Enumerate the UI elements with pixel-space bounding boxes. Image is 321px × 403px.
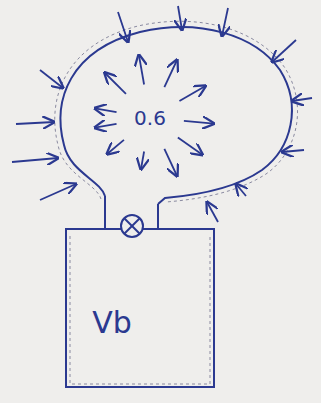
pressure-arrow	[272, 40, 296, 62]
pressure-arrow	[105, 73, 126, 94]
pencil-outline	[70, 236, 210, 384]
neck-wall	[157, 204, 159, 229]
pressure-arrow	[164, 149, 177, 176]
neck-pipe	[104, 196, 106, 228]
volume-label: Vb	[92, 305, 132, 340]
pressure-arrow	[141, 151, 144, 169]
pressure-arrow	[12, 158, 58, 162]
pressure-value: 0.6	[134, 106, 166, 130]
pressure-arrows	[12, 6, 312, 222]
tank-box: Vb	[65, 228, 215, 388]
pressure-arrow	[207, 202, 218, 222]
pressure-arrow	[95, 108, 117, 112]
pencil-outline	[55, 21, 298, 202]
pressure-arrow	[292, 98, 312, 101]
pressure-arrow	[184, 121, 214, 124]
pressure-arrow	[164, 60, 177, 87]
pressure-arrow	[40, 184, 76, 200]
pressure-arrow	[40, 70, 63, 88]
pressure-arrow	[178, 138, 203, 155]
pressure-arrow	[16, 122, 54, 124]
pressure-arrow	[282, 150, 304, 152]
pressure-arrow	[236, 184, 246, 196]
pressure-arrow	[95, 124, 117, 128]
pressure-arrow	[139, 55, 144, 85]
pressure-arrow	[179, 86, 205, 101]
balloon-outline	[50, 4, 305, 204]
pressure-arrow	[107, 140, 124, 154]
balloon: 0.6	[50, 4, 305, 204]
